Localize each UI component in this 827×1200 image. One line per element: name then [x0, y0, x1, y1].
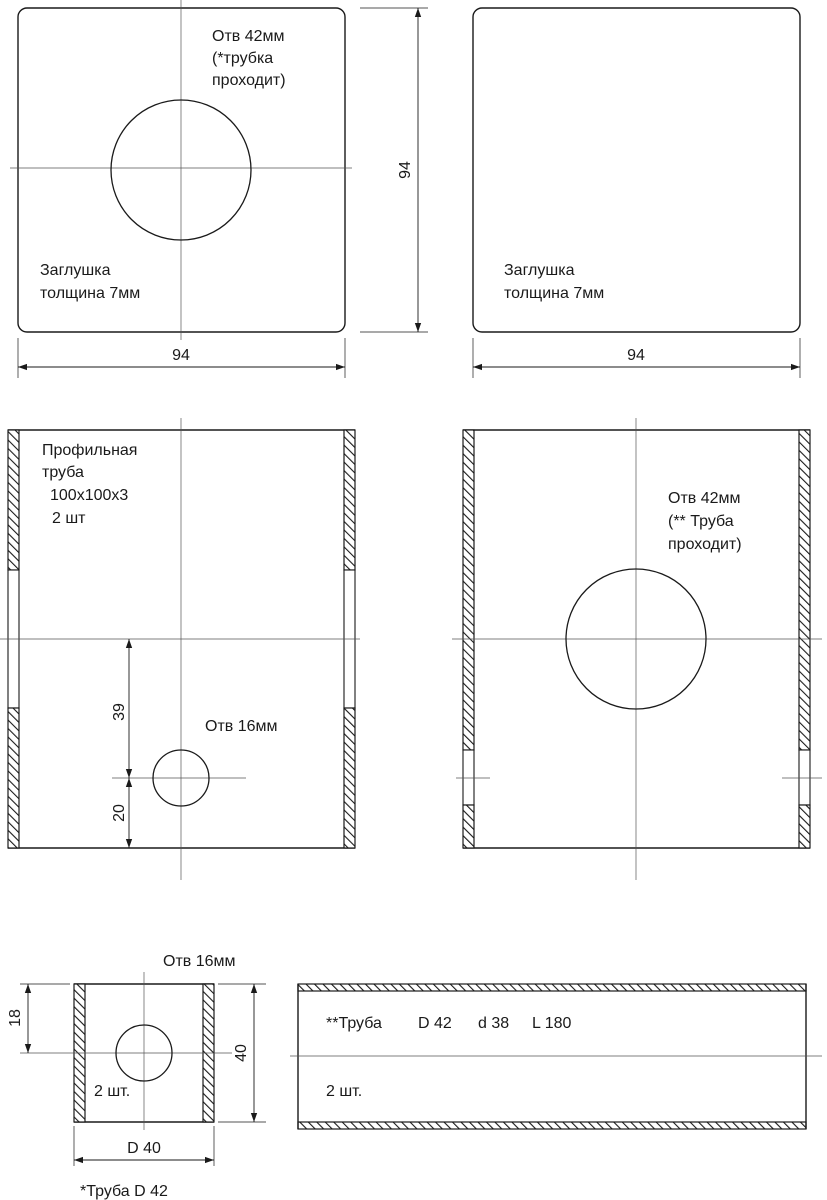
- tube-title-line-1: Профильная: [42, 442, 137, 459]
- hole-note-line-3: проходит): [212, 72, 286, 89]
- spec-inner-diameter: d 38: [478, 1015, 509, 1032]
- hole-note-line-1: Отв 42мм: [668, 490, 741, 507]
- top-wall: [297, 983, 807, 992]
- count-note: 2 шт.: [326, 1083, 362, 1100]
- left-wall-upper: [462, 429, 475, 751]
- dimension-label-39: 39: [111, 703, 128, 721]
- spec-name: **Труба: [326, 1015, 382, 1032]
- cap-outline: [472, 7, 801, 333]
- part-note-line-2: толщина 7мм: [40, 285, 140, 302]
- cap-with-hole-view: Отв 42мм (*трубка проходит) Заглушка тол…: [10, 0, 352, 378]
- left-wall-upper: [7, 429, 20, 571]
- cap-outline: [17, 7, 346, 333]
- part-note-line-1: Заглушка: [504, 262, 575, 279]
- hole-note-line-3: проходит): [668, 536, 742, 553]
- part-note-line-1: Заглушка: [40, 262, 111, 279]
- part-note-line-2: толщина 7мм: [504, 285, 604, 302]
- right-wall-upper: [798, 429, 811, 751]
- dimension-label-20: 20: [111, 804, 128, 822]
- hole-42mm: [565, 568, 707, 710]
- left-wall-lower: [462, 804, 475, 849]
- width-dimension-label: 94: [627, 347, 645, 364]
- profile-tube-side-view: Отв 42мм (** Труба проходит): [452, 418, 822, 880]
- small-tube-view: Отв 16мм 18 40 D 40 2 шт. *Труба D 42: [7, 953, 266, 1200]
- right-wall-lower: [798, 804, 811, 849]
- hole-note-line-2: (*трубка: [212, 50, 273, 67]
- hole-note: Отв 16мм: [205, 718, 278, 735]
- hole-16mm: [152, 749, 210, 807]
- diameter-dimension-label: D 40: [127, 1140, 161, 1157]
- left-wall-slot: [462, 749, 475, 806]
- hole-note: Отв 16мм: [163, 953, 236, 970]
- dimension-label-40: 40: [233, 1044, 250, 1062]
- tube-title-line-3: 100x100x3: [50, 487, 128, 504]
- left-wall-lower: [7, 707, 20, 849]
- width-dimension-label: 94: [172, 347, 190, 364]
- spec-length: L 180: [532, 1015, 572, 1032]
- tube-caption: *Труба D 42: [80, 1183, 168, 1200]
- tube-title-line-4: 2 шт: [52, 510, 86, 527]
- hole-42mm: [110, 99, 252, 241]
- profile-tube-front-view: Профильная труба 100x100x3 2 шт Отв 16мм…: [0, 418, 360, 880]
- bottom-wall: [297, 1121, 807, 1130]
- cap-height-dimension: 94: [360, 7, 428, 333]
- right-wall-lower: [343, 707, 356, 849]
- height-dimension-label: 94: [397, 161, 414, 179]
- hole-note-line-2: (** Труба: [668, 513, 734, 530]
- count-note: 2 шт.: [94, 1083, 130, 1100]
- dimension-label-18: 18: [7, 1009, 24, 1027]
- hole-16mm: [115, 1024, 173, 1082]
- hole-note-line-1: Отв 42мм: [212, 28, 285, 45]
- long-tube-view: **Труба D 42 d 38 L 180 2 шт.: [290, 983, 822, 1130]
- right-wall-upper: [343, 429, 356, 571]
- cap-plain-view: Заглушка толщина 7мм 94: [472, 7, 801, 378]
- tube-title-line-2: труба: [42, 464, 84, 481]
- right-wall-slot: [798, 749, 811, 806]
- spec-outer-diameter: D 42: [418, 1015, 452, 1032]
